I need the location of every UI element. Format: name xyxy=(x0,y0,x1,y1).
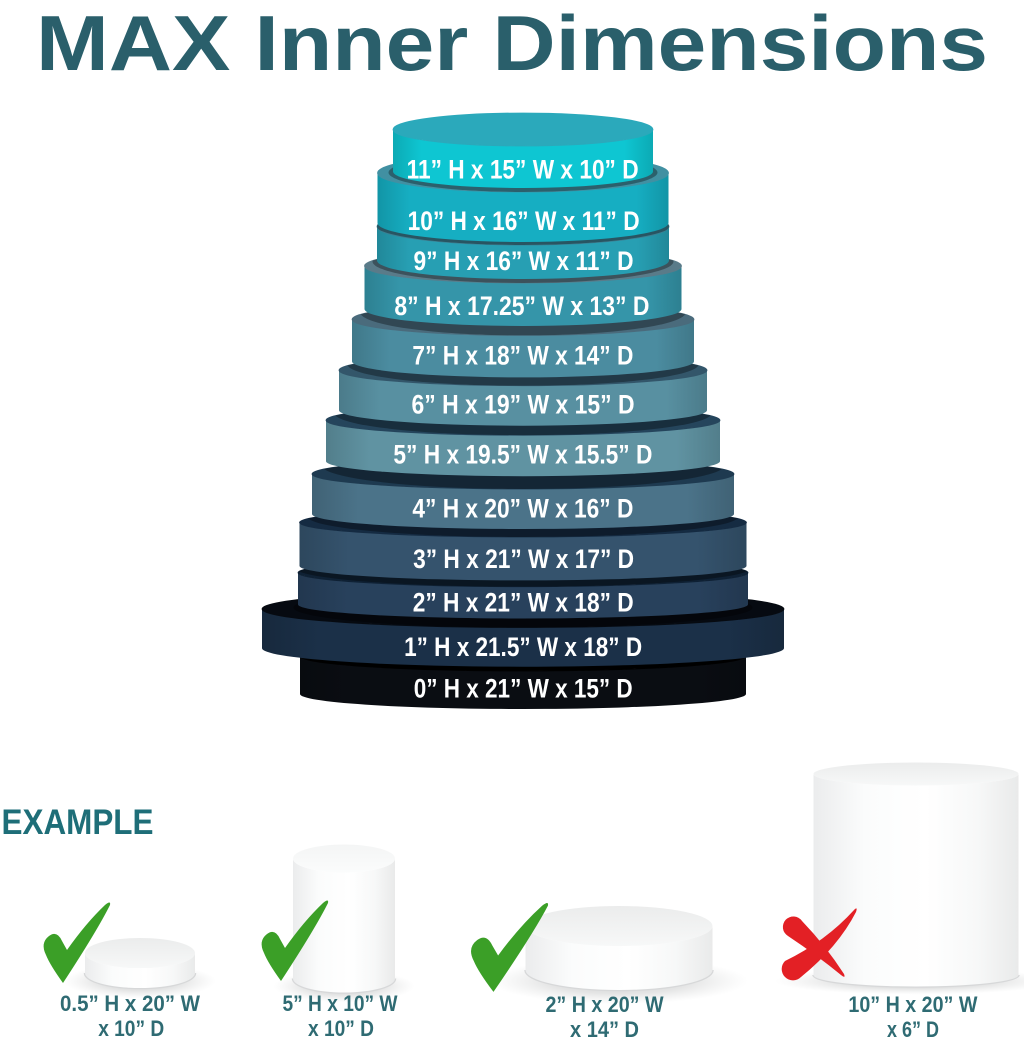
svg-text:10” H x 20” W: 10” H x 20” W xyxy=(848,992,977,1017)
svg-text:7” H x 18” W x 14” D: 7” H x 18” W x 14” D xyxy=(412,341,633,371)
svg-text:x 10” D: x 10” D xyxy=(98,1016,164,1039)
svg-text:2” H x 21” W x 18” D: 2” H x 21” W x 18” D xyxy=(413,588,634,618)
svg-text:11” H x 15” W x 10” D: 11” H x 15” W x 10” D xyxy=(407,155,639,185)
svg-text:6” H x 19” W x 15” D: 6” H x 19” W x 15” D xyxy=(412,390,635,420)
svg-text:x 6” D: x 6” D xyxy=(887,1017,939,1039)
svg-text:x 10” D: x 10” D xyxy=(308,1016,374,1039)
svg-text:10” H x 16” W x 11” D: 10” H x 16” W x 11” D xyxy=(408,206,640,236)
svg-text:5” H x 19.5” W x 15.5” D: 5” H x 19.5” W x 15.5” D xyxy=(393,439,652,469)
svg-text:0” H x 21” W x 15” D: 0” H x 21” W x 15” D xyxy=(414,673,633,703)
svg-text:8” H x 17.25” W x 13” D: 8” H x 17.25” W x 13” D xyxy=(394,291,649,321)
svg-text:0.5” H x 20” W: 0.5” H x 20” W xyxy=(60,991,200,1016)
svg-text:MAX Inner Dimensions: MAX Inner Dimensions xyxy=(36,0,988,87)
svg-text:3” H x 21” W x 17” D: 3” H x 21” W x 17” D xyxy=(413,544,634,574)
svg-text:9” H x 16” W x 11” D: 9” H x 16” W x 11” D xyxy=(414,246,634,276)
svg-text:4” H x 20” W x 16” D: 4” H x 20” W x 16” D xyxy=(412,494,633,524)
svg-text:5” H x 10” W: 5” H x 10” W xyxy=(283,991,398,1016)
svg-text:x 14” D: x 14” D xyxy=(570,1017,639,1039)
svg-text:2” H x 20” W: 2” H x 20” W xyxy=(546,992,664,1017)
svg-text:EXAMPLE: EXAMPLE xyxy=(2,803,154,842)
svg-text:1” H x 21.5” W x 18” D: 1” H x 21.5” W x 18” D xyxy=(404,632,642,662)
